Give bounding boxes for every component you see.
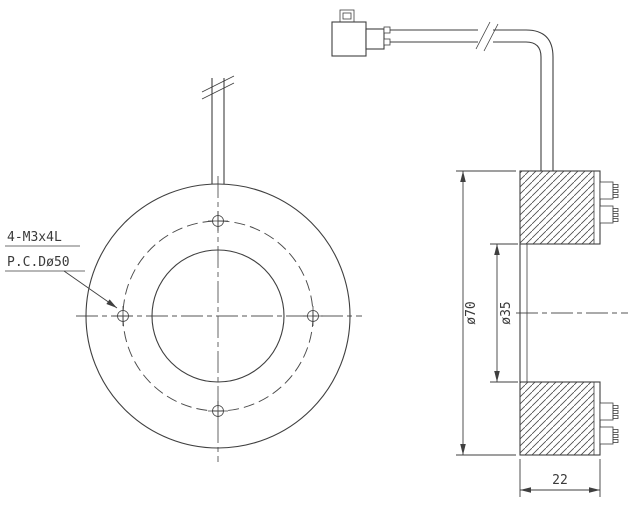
dim-depth: 22: [519, 459, 601, 497]
dim-outer-diameter: ø70: [456, 170, 516, 456]
housing-bottom-hatch: [520, 382, 594, 455]
connector-latch-detail: [342, 12, 352, 20]
mounting-hole-right: [303, 306, 323, 326]
dimensions: ø70 ø35 22: [456, 170, 601, 497]
front-view: [76, 75, 362, 462]
cable-break-mark: [475, 21, 491, 50]
cable-break-mark: [483, 23, 499, 52]
led-block-bottom-1: [599, 402, 619, 421]
led-block-bottom-2: [599, 426, 619, 445]
cable-side: [390, 21, 554, 171]
inner-aperture-circle: [151, 249, 285, 383]
housing-top-hatch: [520, 171, 594, 244]
leader-line: [63, 270, 118, 309]
mounting-hole-bottom: [208, 401, 228, 421]
connector-pin-top: [383, 26, 391, 34]
connector: [331, 9, 391, 57]
cable-break-front: [201, 75, 235, 93]
led-block-top-1: [599, 181, 619, 200]
mounting-hole-left: [113, 306, 133, 326]
led-block-top-2: [599, 205, 619, 224]
side-view: [516, 170, 628, 456]
dim-label-depth: 22: [552, 473, 568, 488]
callout-pcd: P.C.Dø50: [7, 255, 70, 270]
dim-inner-diameter: ø35: [490, 243, 518, 383]
dim-label-inner-diameter: ø35: [499, 301, 514, 324]
outer-circle: [85, 183, 351, 449]
callout-screw-spec: 4-M3x4L: [7, 230, 62, 245]
callout: 4-M3x4L P.C.Dø50: [5, 230, 118, 309]
connector-mate: [365, 28, 385, 50]
connector-latch: [339, 9, 355, 23]
cable-front: [201, 75, 235, 184]
mounting-hole-top: [208, 211, 228, 231]
connector-pin-bottom: [383, 38, 391, 46]
cable-outer-edge: [390, 29, 554, 171]
cable-break-front: [201, 82, 235, 100]
cable-break-gap: [478, 24, 493, 48]
connector-body: [331, 21, 367, 57]
dim-label-outer-diameter: ø70: [464, 301, 479, 324]
cable-inner-edge: [390, 41, 542, 171]
